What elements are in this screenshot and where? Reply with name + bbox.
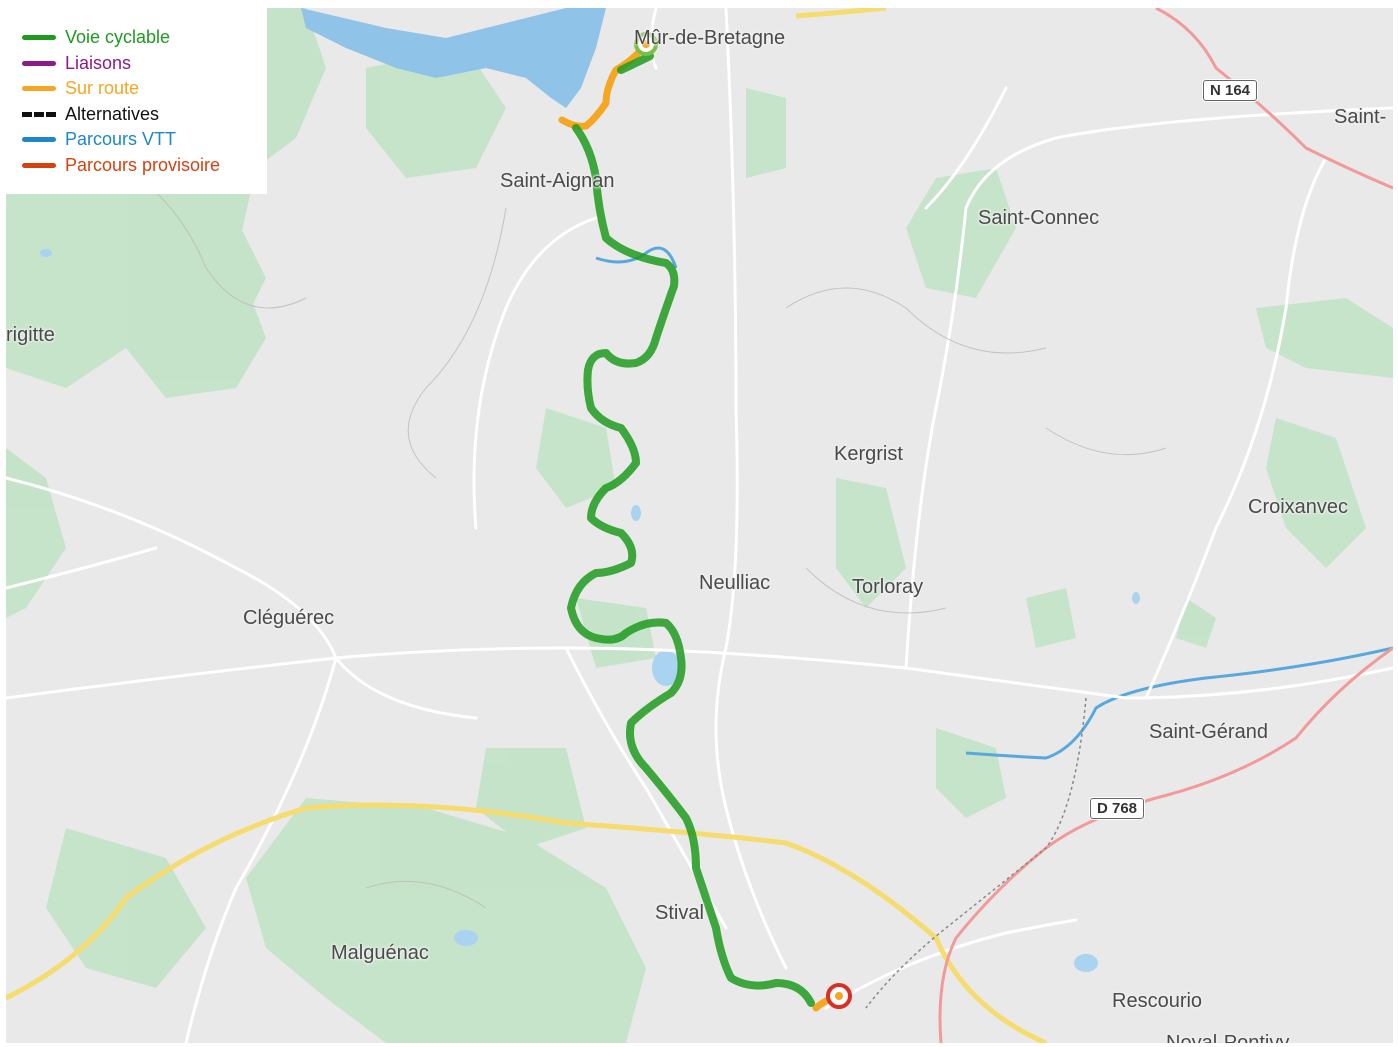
map-legend: Voie cyclable Liaisons Sur route Alterna…: [6, 8, 267, 194]
place-label-saint-aignan: Saint-Aignan: [500, 170, 615, 192]
ponds: [40, 249, 1140, 972]
legend-swatch-liaisons: [22, 60, 56, 66]
legend-item-voie-cyclable: [22, 26, 56, 48]
place-label-cleguerec: Cléguérec: [243, 607, 335, 629]
legend-item-parcours-provisoire: [22, 154, 56, 176]
road-shield-d768: D 768: [1090, 798, 1145, 819]
lake: [301, 8, 606, 108]
route-start-dot: [642, 40, 650, 48]
legend-swatch-parcours-vtt: [22, 136, 56, 142]
legend-item-sur-route: [22, 77, 56, 99]
legend-swatch-parcours-provisoire: [22, 162, 56, 168]
place-label-neulliac: Neulliac: [699, 572, 771, 594]
place-label-saint-gerand: Saint-Gérand: [1149, 721, 1268, 743]
place-label-noyal-pontivy: Noyal-Pontivy: [1166, 1032, 1290, 1043]
place-label-croixanvec: Croixanvec: [1248, 496, 1349, 518]
map-canvas[interactable]: [6, 8, 1393, 1043]
place-label-stival: Stival: [655, 902, 704, 924]
legend-label-sur-route: Sur route: [65, 78, 140, 98]
legend-swatch-voie-cyclable: [22, 34, 56, 40]
legend-swatch-alternatives: [22, 111, 56, 117]
legend-label-parcours-provisoire: Parcours provisoire: [65, 155, 221, 175]
legend-label-voie-cyclable: Voie cyclable: [65, 27, 171, 47]
legend-item-alternatives: [22, 103, 56, 125]
legend-swatch-sur-route: [22, 85, 56, 91]
route-end-dot: [835, 992, 843, 1000]
legend-label-liaisons: Liaisons: [65, 53, 132, 73]
minor-roads: [6, 8, 1393, 1043]
legend-label-parcours-vtt: Parcours VTT: [65, 129, 177, 149]
place-label-torloray: Torloray: [852, 576, 924, 598]
map-view[interactable]: Mûr-de-Bretagne Saint-Aignan Saint-Conne…: [6, 8, 1393, 1043]
railway: [865, 697, 1087, 1009]
forest-areas: [6, 8, 1393, 1043]
rivers: [595, 246, 1393, 760]
road-shield-n164: N 164: [1203, 80, 1258, 101]
place-label-saint-connec: Saint-Connec: [978, 207, 1100, 229]
legend-label-alternatives: Alternatives: [65, 104, 160, 124]
legend-item-parcours-vtt: [22, 128, 56, 150]
yellow-road-top: [795, 8, 887, 19]
place-label-brigitte: rigitte: [6, 324, 55, 346]
place-label-mur-de-bretagne: Mûr-de-Bretagne: [634, 27, 786, 49]
place-label-malguenac: Malguénac: [331, 942, 429, 964]
place-label-rescourio: Rescourio: [1112, 990, 1203, 1012]
place-label-kergrist: Kergrist: [834, 443, 903, 465]
legend-item-liaisons: [22, 52, 56, 74]
route-voie-cyclable[interactable]: [567, 52, 815, 1007]
main-road-yellow: [6, 802, 1048, 1043]
place-label-saint: Saint-: [1334, 106, 1387, 128]
